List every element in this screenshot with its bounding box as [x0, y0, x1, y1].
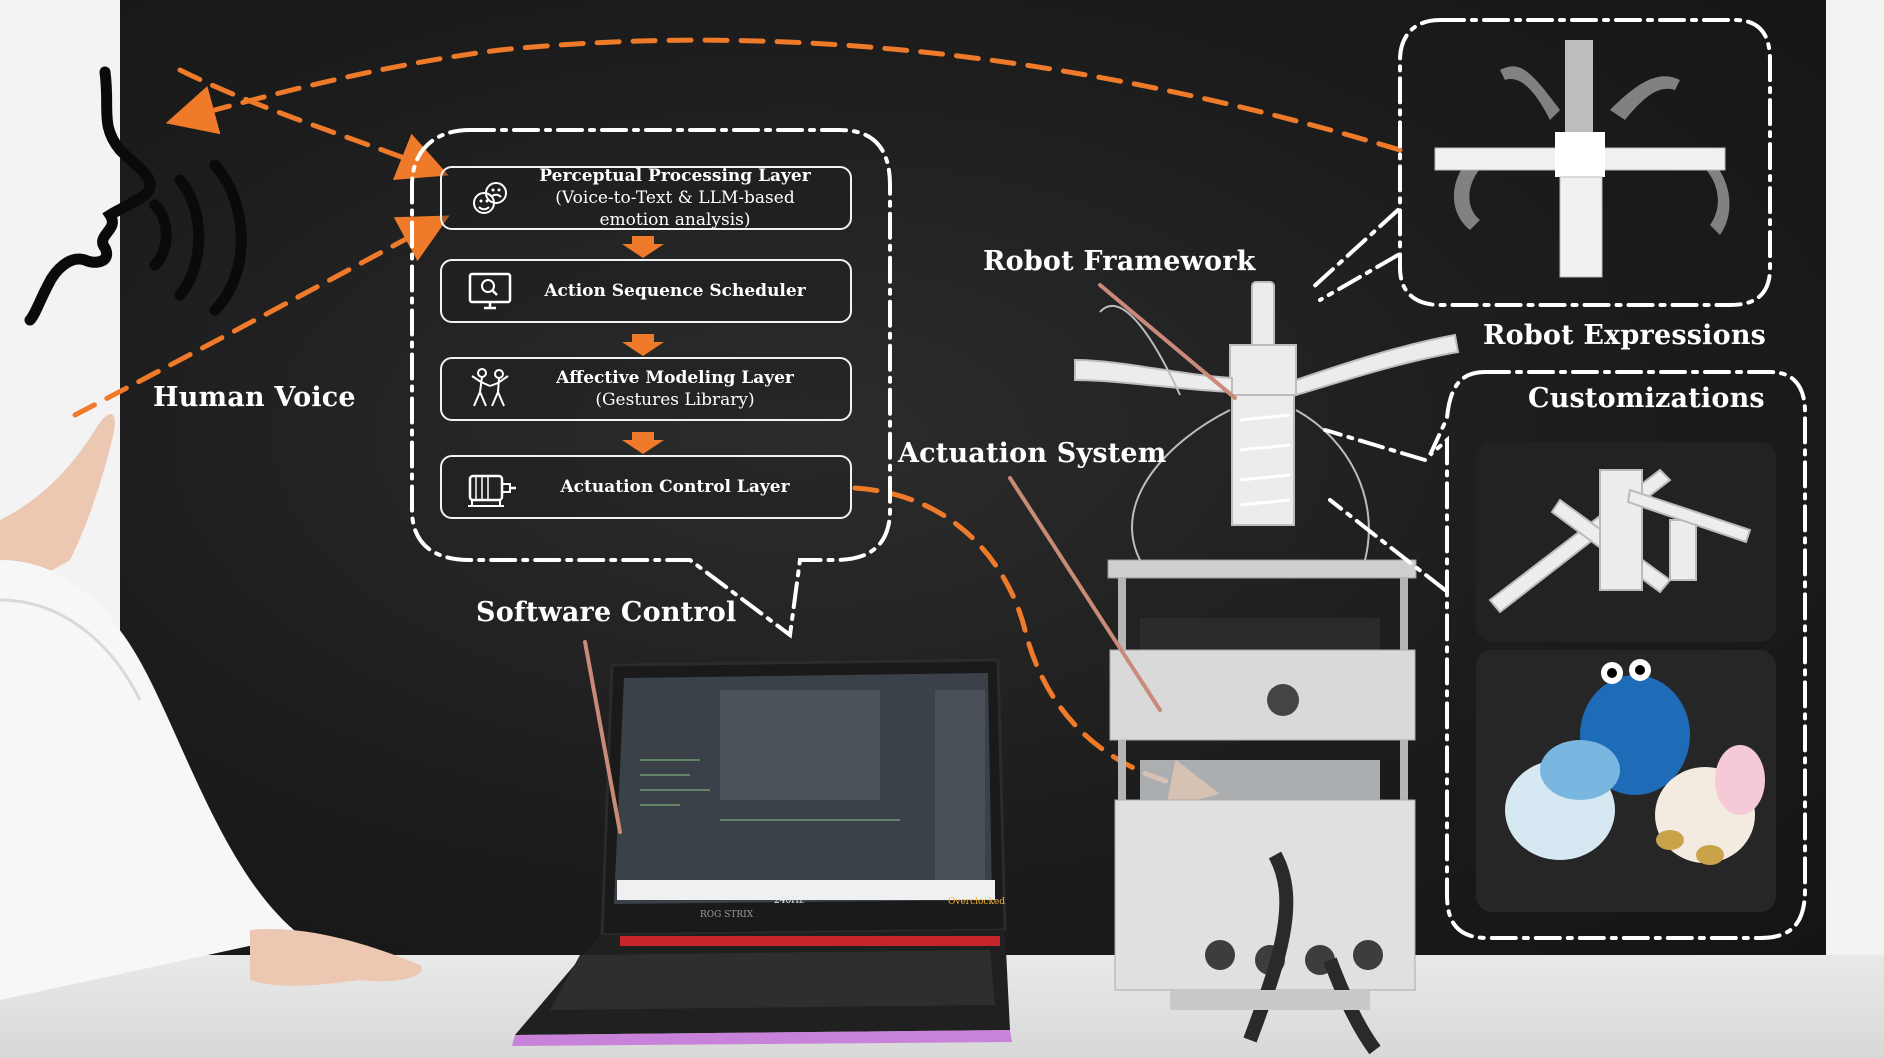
- laptop: [512, 658, 1012, 1046]
- plush-toys-image: [1505, 659, 1765, 865]
- faces-icon: [473, 182, 507, 214]
- customizations-label: Customizations: [1528, 383, 1765, 414]
- robot-expressions-label: Robot Expressions: [1483, 320, 1767, 351]
- dancing-figures-icon: [471, 368, 509, 407]
- robot-wires: [1099, 305, 1370, 561]
- robot-base: [1107, 559, 1417, 1055]
- robot-expressions-image: [1434, 40, 1730, 278]
- laptop-badge: Overclocked: [948, 897, 1005, 907]
- affective-modeling-layer: Affective Modeling Layer (Gestures Libra…: [440, 357, 852, 421]
- layer-title: Actuation Control Layer: [560, 477, 790, 497]
- layer-subtitle: (Voice-to-Text & LLM-based emotion analy…: [555, 188, 795, 230]
- speaking-face-icon: [24, 66, 247, 326]
- customizations-bubble: [1323, 370, 1807, 940]
- expressions-bubble: [1308, 18, 1772, 307]
- layer-title: Affective Modeling Layer: [556, 368, 794, 388]
- human-voice-label: Human Voice: [153, 382, 356, 413]
- software-bubble: [410, 128, 892, 639]
- laptop-brand: ROG STRIX: [700, 910, 754, 920]
- actuation-system-label: Actuation System: [898, 438, 1167, 469]
- layer-title: Action Sequence Scheduler: [544, 281, 806, 301]
- custom-robot-image: [1488, 468, 1752, 614]
- action-sequence-scheduler: Action Sequence Scheduler: [440, 259, 852, 323]
- robot-framework: [1074, 281, 1460, 526]
- motor-icon: [468, 474, 516, 507]
- layer-subtitle: (Gestures Library): [595, 390, 755, 410]
- label-pointers: [583, 283, 1237, 834]
- layer-arrows: [622, 236, 664, 454]
- perceptual-processing-layer: Perceptual Processing Layer (Voice-to-Te…: [440, 166, 852, 230]
- layer-title: Perceptual Processing Layer: [539, 166, 811, 186]
- robot-framework-label: Robot Framework: [983, 246, 1256, 277]
- actuation-control-layer: Actuation Control Layer: [440, 455, 852, 519]
- monitor-search-icon: [468, 272, 512, 310]
- laptop-refresh: 240Hz: [774, 896, 804, 906]
- software-control-label: Software Control: [476, 597, 737, 628]
- human-hand: [0, 413, 422, 1000]
